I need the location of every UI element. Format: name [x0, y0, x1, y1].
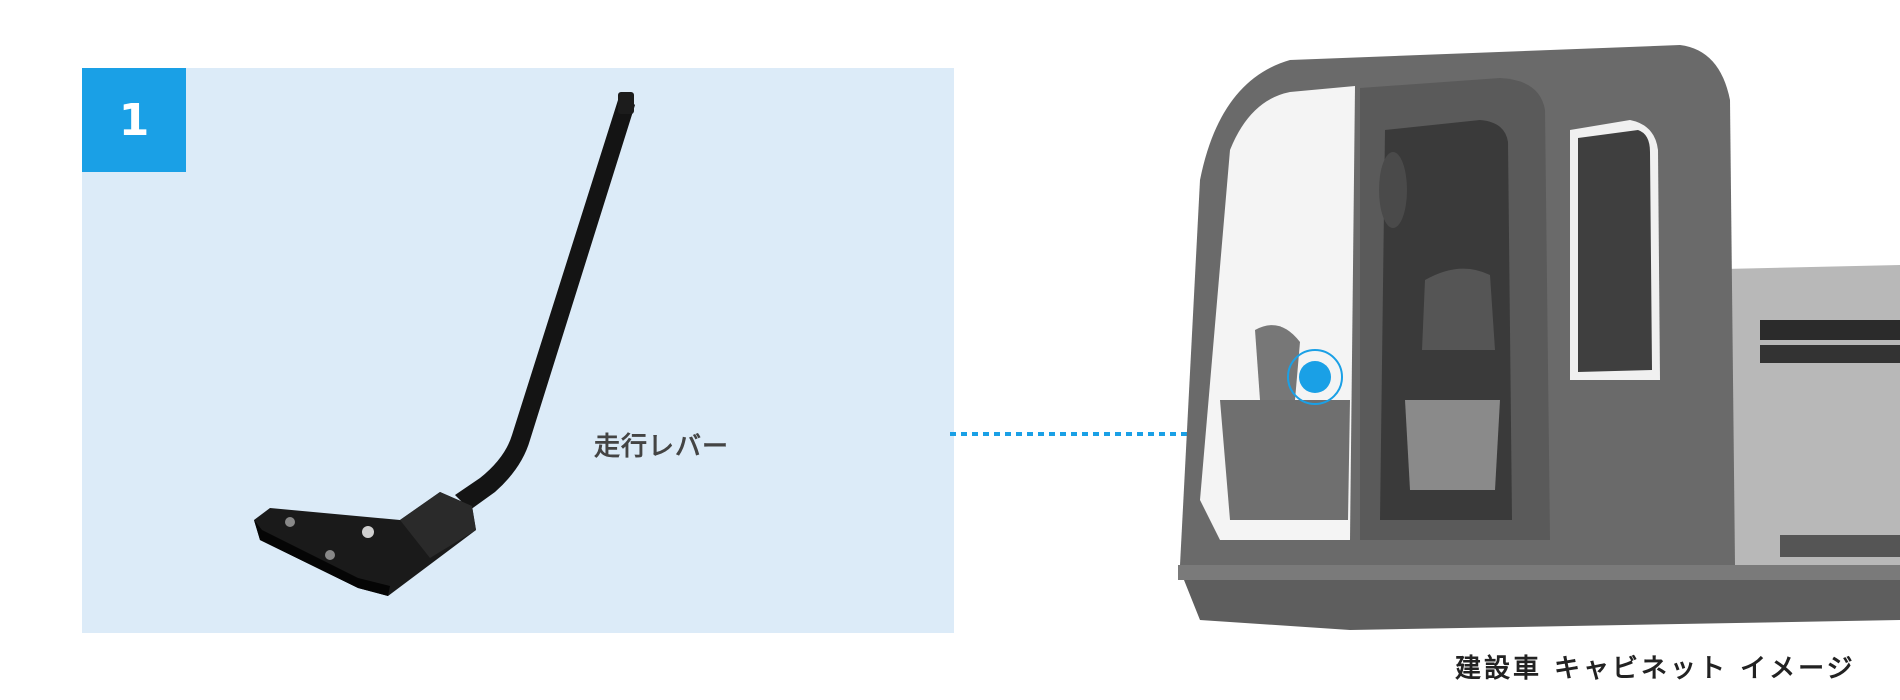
travel-lever-image: [254, 92, 635, 596]
part-panel: [82, 68, 954, 633]
lever-location-marker-icon: [1299, 361, 1331, 393]
excavator-cab-image: [1178, 45, 1900, 630]
step-number-badge: 1: [82, 68, 186, 172]
part-name-label: 走行レバー: [594, 432, 730, 462]
callout-connector: [950, 432, 1306, 436]
cab-image-caption: 建設車 キャビネット イメージ: [1455, 654, 1856, 684]
